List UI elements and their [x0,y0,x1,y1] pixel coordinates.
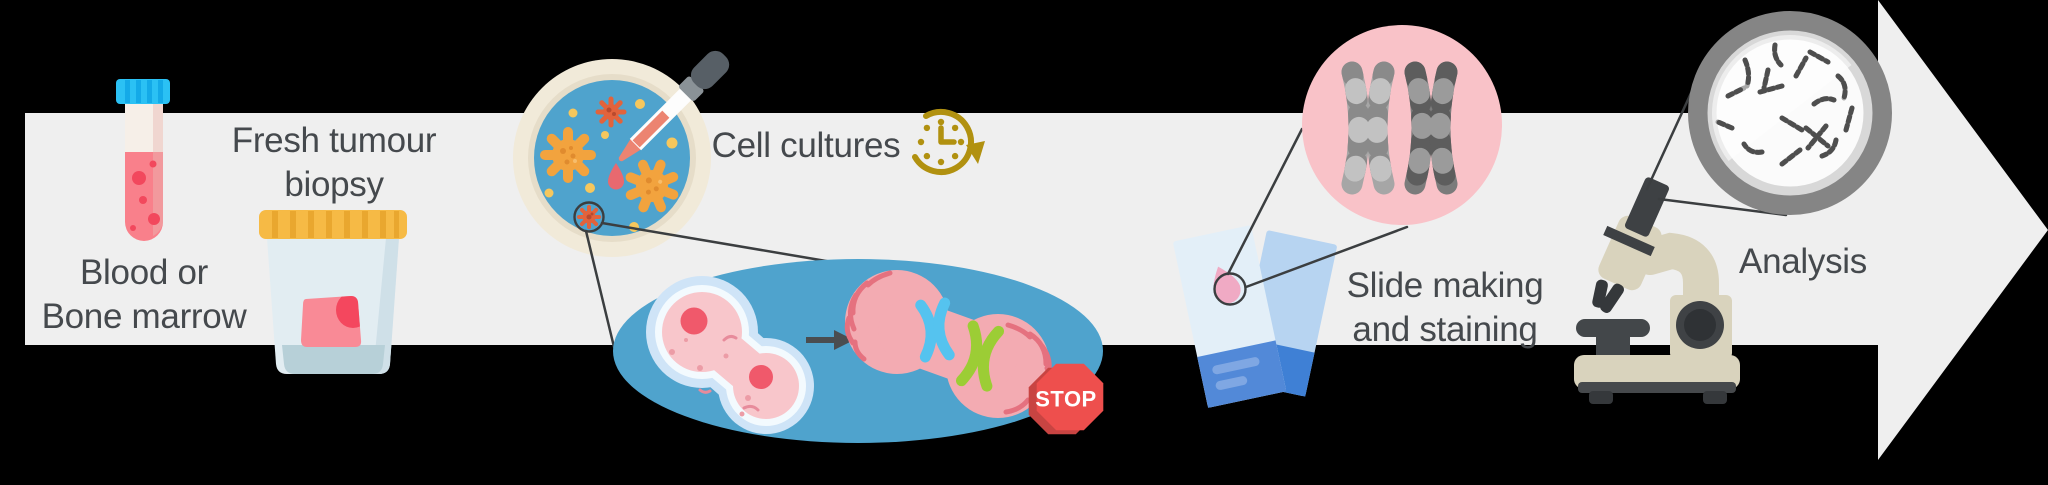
eyepiece [1625,177,1669,237]
chromosomes-icon [1302,25,1502,225]
label-blood-bone-marrow: Blood or Bone marrow [42,251,247,339]
arrow-right-icon [806,330,854,350]
mitosis-cell-icon [844,270,1052,418]
label-line: Cell cultures [711,126,901,165]
microbe-icon [577,205,601,229]
label-line: Blood or [80,253,208,292]
label-line: Analysis [1739,242,1867,281]
microscope-slides-icon [1173,127,1409,408]
objective-lenses [1592,279,1625,313]
cell-colony-icon [625,159,679,213]
stop-sign-label: STOP [1035,387,1097,412]
label-line: Fresh tumour [231,121,437,160]
label-slide-making-staining: Slide making and staining [1347,264,1544,352]
label-cell-cultures: Cell cultures [712,124,901,168]
test-tube-icon [116,79,170,241]
magnifier-callout-lines [1645,78,1788,217]
microscope-icon [1574,177,1740,404]
label-line: biopsy [284,165,384,204]
label-line: and staining [1352,310,1538,349]
chromosome-green-icon [955,320,1005,392]
liquid-drop-icon [608,163,624,190]
specimen-cup-icon [259,210,407,374]
dividing-cell-icon [646,276,814,434]
dropper-icon [618,50,730,162]
magnified-karyotype-icon [1688,11,1892,215]
cell-division-zoom: STOP [613,259,1104,443]
scattered-chromosomes [1715,42,1855,167]
label-analysis: Analysis [1739,240,1867,284]
stop-sign-icon: STOP [1028,363,1104,435]
microbe-icon [595,96,627,128]
chromosome-blue-icon [915,297,955,363]
label-fresh-tumour-biopsy: Fresh tumour biopsy [232,119,437,207]
label-line: Slide making [1346,266,1544,305]
cell-colony-icon [540,127,596,183]
magnifier-callout-circle [1213,272,1247,306]
magnifier-callout-circle [573,201,605,233]
magnifier-callout-lines [1226,127,1409,289]
culture-dots [544,99,678,232]
magnifier-callout-lines [584,221,834,349]
clock-timer-icon [912,109,985,175]
label-line: Bone marrow [41,297,247,336]
